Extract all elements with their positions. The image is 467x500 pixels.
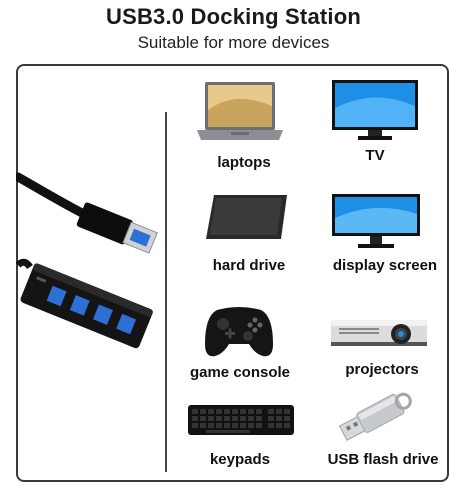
page-subtitle: Suitable for more devices [137,33,330,52]
usb-flash-drive-icon [336,390,416,446]
device-label-keypads: keypads [209,451,271,468]
usb-hub-icon [16,165,161,375]
device-label-display-screen: display screen [332,257,438,274]
device-label-projectors: projectors [345,361,419,378]
monitor-icon [330,192,422,250]
laptop-icon [195,80,285,146]
panel-divider [165,112,167,472]
page-title: USB3.0 Docking Station [106,4,361,29]
hard-drive-icon [204,193,289,243]
device-label-hard-drive: hard drive [212,257,286,274]
keyboard-icon [186,403,296,437]
gamepad-icon [203,304,275,360]
device-compatibility-panel [16,64,449,482]
tv-icon [330,78,420,142]
projector-icon [329,314,429,350]
device-label-usb-flash-drive: USB flash drive [327,451,439,468]
device-label-tv: TV [365,147,385,164]
device-label-game-console: game console [189,364,291,381]
device-label-laptops: laptops [217,154,271,171]
